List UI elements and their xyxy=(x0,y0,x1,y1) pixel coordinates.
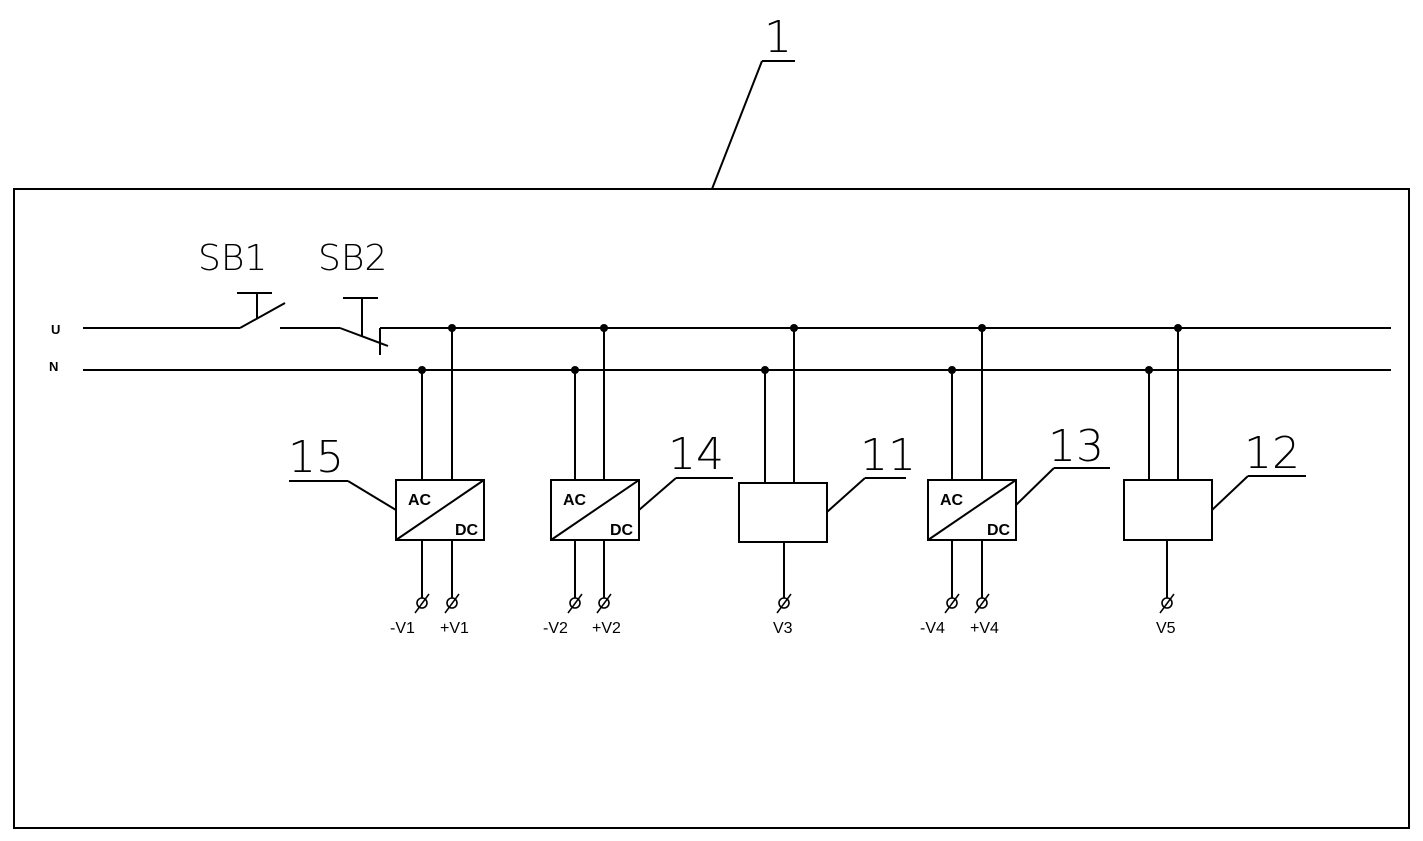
converter-14-output: DC xyxy=(610,522,634,539)
terminal-label: +V2 xyxy=(592,620,621,637)
module-12: V5 12 xyxy=(1123,328,1306,637)
terminal-label: -V4 xyxy=(920,620,945,637)
terminal-label: V3 xyxy=(773,620,793,637)
enclosure-leader xyxy=(711,60,763,190)
terminal-label: V5 xyxy=(1156,620,1176,637)
switch-sb2-label: SB2 xyxy=(318,238,387,279)
terminal-label: +V1 xyxy=(440,620,469,637)
terminal-label: -V2 xyxy=(543,620,568,637)
converter-14-label: 14 xyxy=(668,429,724,480)
converter-13-label: 13 xyxy=(1048,421,1104,472)
terminal-label: +V4 xyxy=(970,620,999,637)
rail-label-n: N xyxy=(49,359,58,374)
converter-13: AC DC -V4 +V4 13 xyxy=(920,328,1110,637)
enclosure-label: 1 xyxy=(764,12,792,63)
switch-sb1-contact xyxy=(239,302,286,329)
enclosure-frame xyxy=(13,188,1410,829)
converter-15-input: AC xyxy=(408,492,432,509)
module-11-label: 11 xyxy=(860,430,916,481)
rail-label-u: U xyxy=(51,322,60,337)
converter-14-input: AC xyxy=(563,492,587,509)
switch-sb1-label: SB1 xyxy=(198,238,267,279)
converter-14: AC DC -V2 +V2 14 xyxy=(543,328,733,637)
terminal-label: -V1 xyxy=(390,620,415,637)
converter-13-output: DC xyxy=(987,522,1011,539)
module-12-label: 12 xyxy=(1244,428,1300,479)
module-11: V3 11 xyxy=(738,328,916,637)
converter-15-output: DC xyxy=(455,522,479,539)
converter-15: AC DC -V1 +V1 15 xyxy=(288,328,485,637)
converter-13-input: AC xyxy=(940,492,964,509)
converter-15-label: 15 xyxy=(288,432,344,483)
